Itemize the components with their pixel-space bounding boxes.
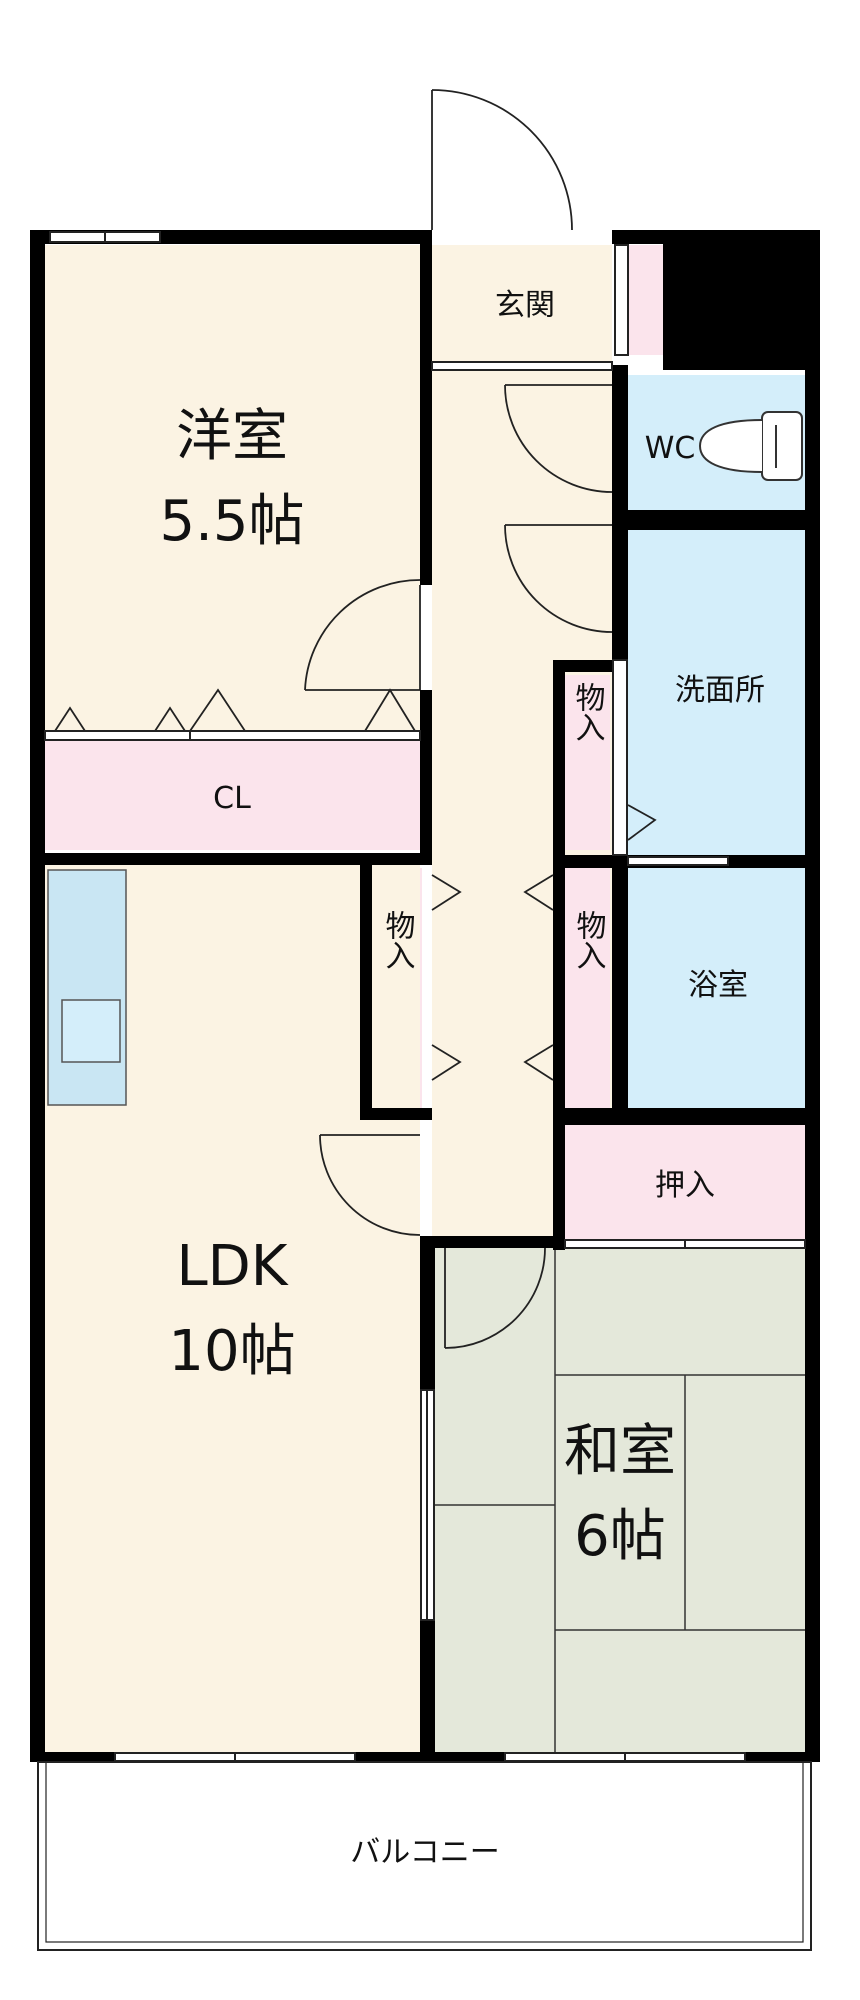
oshiire-label: 押入 <box>655 1168 715 1203</box>
ldk-size: 10帖 <box>168 1319 295 1384</box>
wall-center-storage-top <box>553 660 628 672</box>
wall-storage-left-bottom <box>360 1108 432 1120</box>
storage-right-floor <box>565 868 610 1108</box>
washroom-floor <box>628 530 805 860</box>
storage-center-floor <box>565 675 610 850</box>
balcony <box>37 1761 812 1951</box>
wall-toilet-bottom <box>612 510 820 530</box>
door-swings <box>54 89 657 1349</box>
floors <box>45 245 805 1755</box>
closet-floor <box>45 740 420 850</box>
toilet-fixture <box>698 411 803 481</box>
wall-western-east-lower <box>420 690 432 865</box>
wall-western-east <box>420 230 432 585</box>
ldk-name: LDK <box>176 1234 288 1299</box>
entrance-shoe-cabinet <box>628 245 663 355</box>
bath-label: 浴室 <box>688 968 748 1003</box>
bath-floor <box>628 868 805 1108</box>
entrance-label: 玄関 <box>495 288 555 323</box>
wall-japanese-top <box>420 1236 565 1248</box>
walls <box>30 230 820 1762</box>
closet-label: CL <box>213 781 251 816</box>
wall-center-storage-west <box>553 660 565 1250</box>
japanese-room-name: 和室 <box>564 1419 676 1484</box>
kitchen-counter <box>47 869 127 1106</box>
japanese-room-floor <box>435 1248 805 1755</box>
entrance-floor <box>432 245 612 365</box>
outer-wall-right <box>805 230 820 1760</box>
storage-center-label: 物入 <box>570 682 606 742</box>
wall-bath-bottom <box>553 1108 820 1125</box>
kitchen-sink <box>61 999 121 1063</box>
washroom-label: 洗面所 <box>675 673 765 708</box>
bath-door <box>627 856 729 866</box>
western-room-name: 洋室 <box>176 404 288 469</box>
oshiire-floor <box>565 1125 805 1240</box>
washroom-door-frame <box>612 659 628 856</box>
toilet-label: WC <box>645 431 696 466</box>
wall-ldk-top <box>30 853 432 865</box>
balcony-label: バルコニー <box>350 1835 499 1870</box>
western-room-size: 5.5帖 <box>159 489 304 554</box>
outer-wall-left <box>30 230 45 1760</box>
tatami-lines <box>435 1248 805 1755</box>
japanese-room-size: 6帖 <box>574 1504 666 1569</box>
windows <box>44 231 806 1762</box>
entrance-cabinet-frame <box>614 244 629 356</box>
western-room-floor <box>45 245 420 735</box>
closet-sliding-door <box>44 730 421 741</box>
entrance-step <box>431 361 613 371</box>
wall-storage-left <box>360 853 372 1118</box>
storage-left-label: 物入 <box>380 910 416 970</box>
stair-core <box>663 230 820 370</box>
storage-right-label: 物入 <box>571 910 607 970</box>
